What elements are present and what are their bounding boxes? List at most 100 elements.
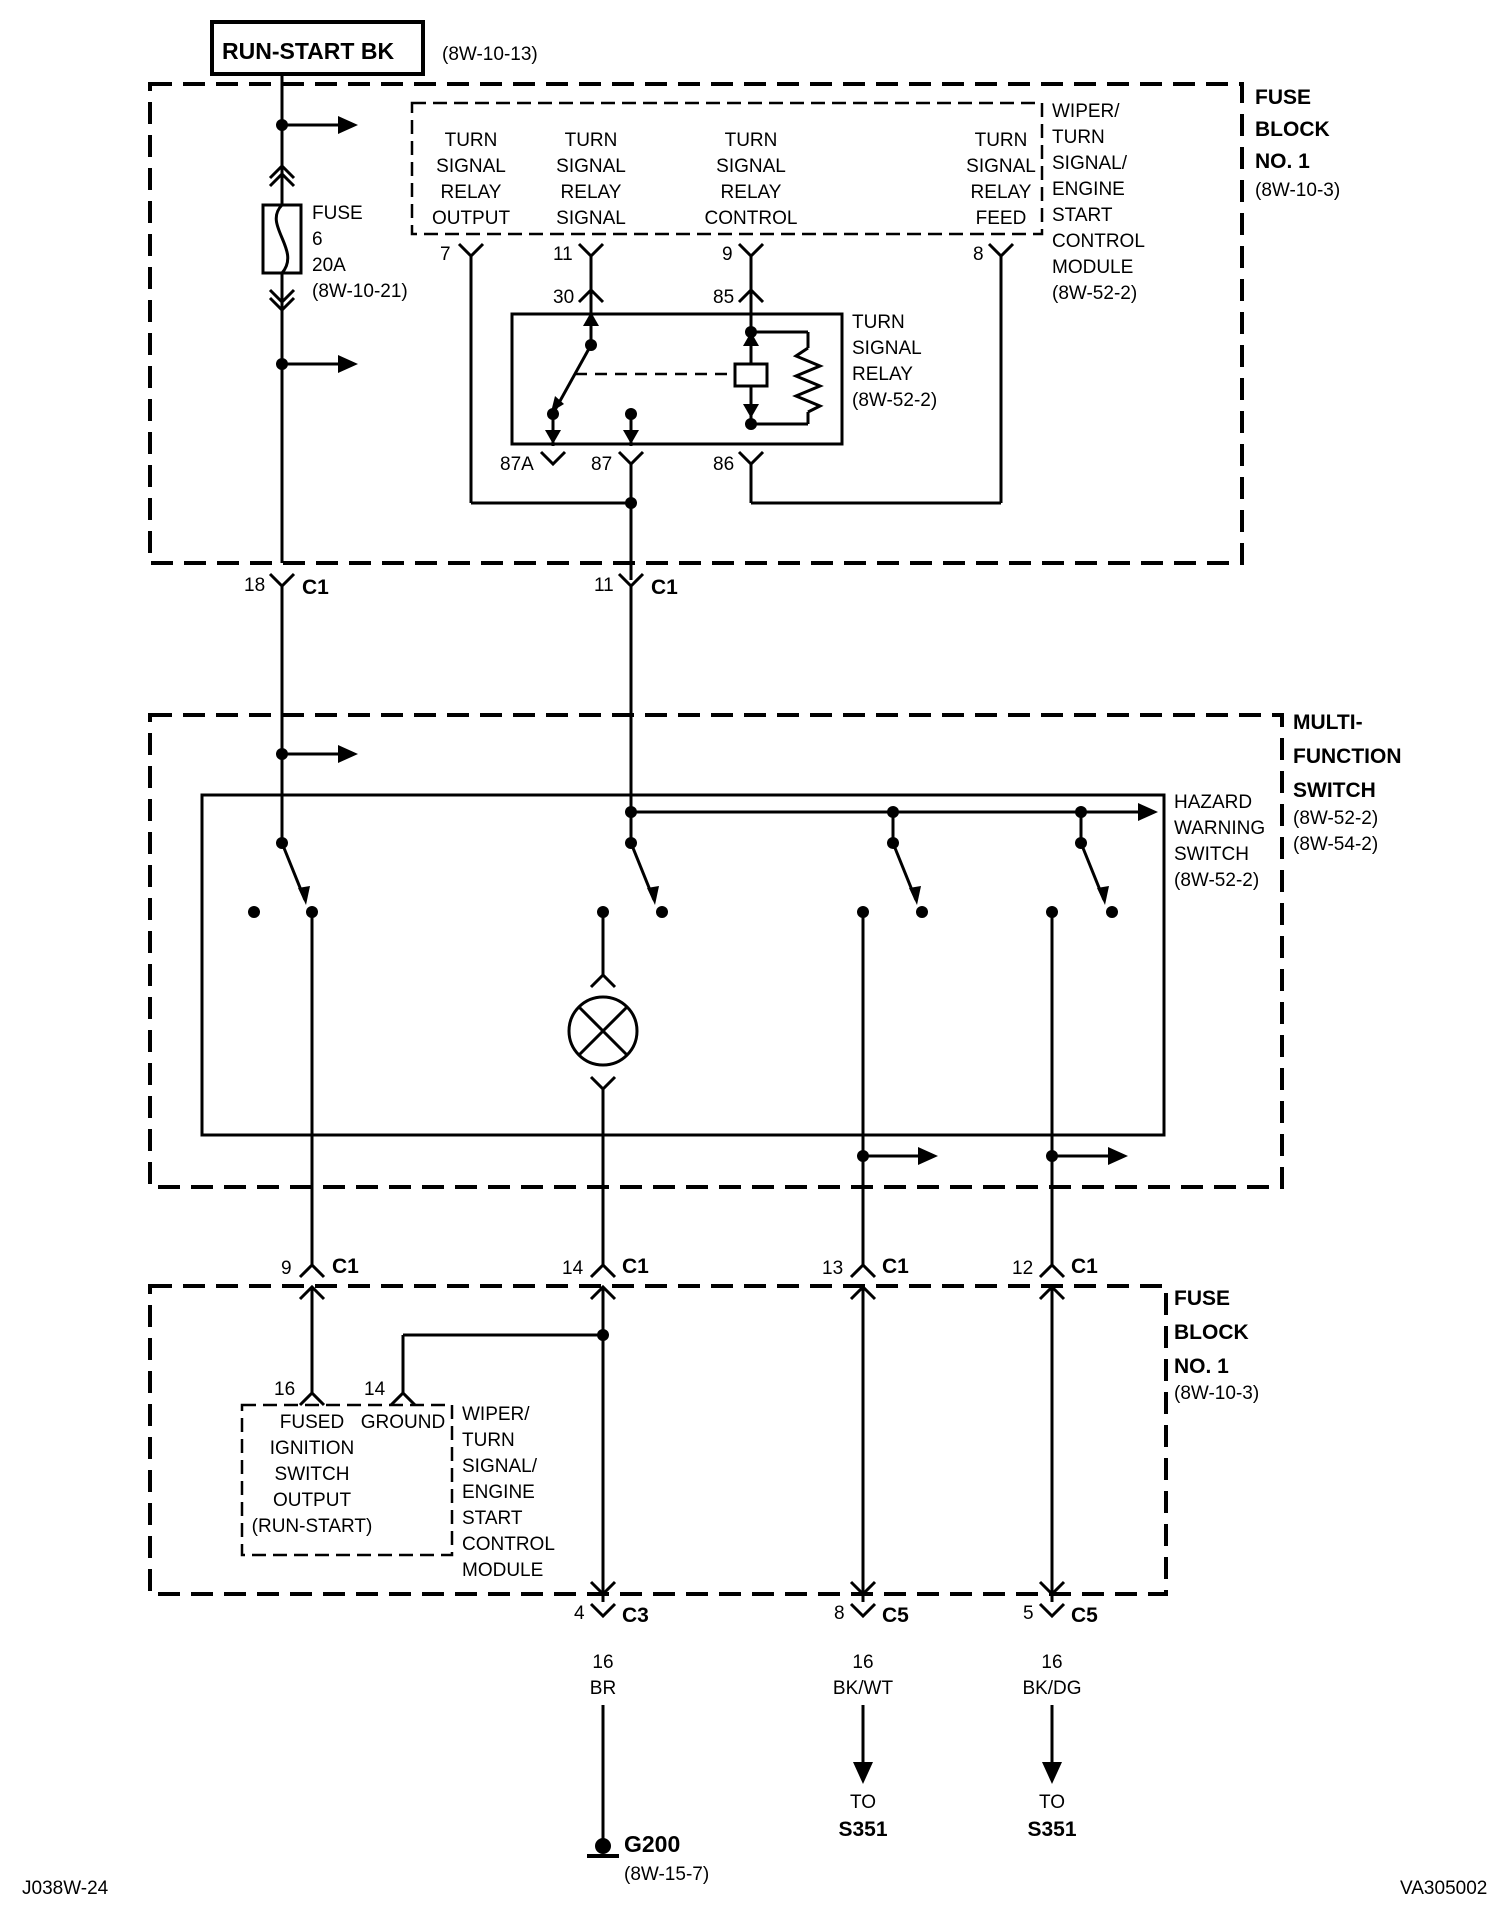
- fused-l1: FUSED: [280, 1412, 344, 1433]
- relay-label-3: RELAY: [852, 364, 913, 385]
- fuse-ref: (8W-10-21): [312, 281, 408, 302]
- term-control-l1: TURN: [725, 130, 778, 151]
- source-run-start: RUN-START BK (8W-10-13): [210, 20, 538, 76]
- fuse-block-bottom-title-2: BLOCK: [1174, 1321, 1249, 1344]
- wiper-turn-module-top: [410, 101, 1044, 236]
- conn-mid-name-4: C1: [1071, 1255, 1098, 1278]
- conn-bot-name-c5b: C5: [1071, 1604, 1098, 1627]
- conn-mid-name-3: C1: [882, 1255, 909, 1278]
- conn-bot-pin-4: 4: [574, 1603, 585, 1624]
- relay-label-2: SIGNAL: [852, 338, 922, 359]
- fuse-block-top-boundary: [148, 82, 1244, 565]
- hazard-label-1: HAZARD: [1174, 792, 1252, 813]
- ground-icon: [595, 1838, 611, 1854]
- fuse-block-top: FUSE BLOCK NO. 1 (8W-10-3) FUSE 6 20A (8…: [148, 74, 1340, 599]
- conn-bot-name-c3: C3: [622, 1604, 649, 1627]
- conn-top-right-pin: 11: [594, 575, 614, 596]
- fuse-block-bottom: FUSE BLOCK NO. 1 (8W-10-3) 9 C1 14 C1 13…: [148, 1255, 1259, 1699]
- module-top-line1: WIPER/: [1052, 101, 1120, 122]
- term-output-l3: RELAY: [441, 182, 502, 203]
- term-feed-l4: FEED: [976, 208, 1027, 229]
- term-feed-l1: TURN: [975, 130, 1028, 151]
- term-signal-l4: SIGNAL: [556, 208, 626, 229]
- term-control-l3: RELAY: [721, 182, 782, 203]
- conn-mid-pin-12: 12: [1012, 1258, 1033, 1279]
- mfs-ref-2: (8W-54-2): [1293, 834, 1378, 855]
- relay-pin-86: 86: [713, 454, 734, 475]
- term-output-l4: OUTPUT: [432, 208, 511, 229]
- pin-7: 7: [440, 244, 451, 265]
- conn-mid-pin-9: 9: [281, 1258, 292, 1279]
- term-signal-l1: TURN: [565, 130, 618, 151]
- module-top-ref: (8W-52-2): [1052, 283, 1137, 304]
- relay-pin-87a: 87A: [500, 454, 534, 475]
- module-bottom-line4: ENGINE: [462, 1482, 535, 1503]
- module-top-line7: MODULE: [1052, 257, 1133, 278]
- module-bottom-line7: MODULE: [462, 1560, 543, 1581]
- term-feed-l3: RELAY: [971, 182, 1032, 203]
- wire-bkdg-gauge: 16: [1041, 1652, 1062, 1673]
- destinations: G200 (8W-15-7) TO S351 TO S351: [587, 1705, 1077, 1885]
- module-top-line3: SIGNAL/: [1052, 153, 1128, 174]
- wire-br-gauge: 16: [592, 1652, 613, 1673]
- relay-label-1: TURN: [852, 312, 905, 333]
- pin-8: 8: [973, 244, 984, 265]
- ground-label: GROUND: [361, 1412, 445, 1433]
- module-top-line6: CONTROL: [1052, 231, 1145, 252]
- mfs-title-2: FUNCTION: [1293, 745, 1402, 768]
- dest-b-to: TO: [1039, 1792, 1065, 1813]
- hazard-label-3: SWITCH: [1174, 844, 1249, 865]
- ground-name: G200: [624, 1831, 680, 1857]
- conn-mid-name-2: C1: [622, 1255, 649, 1278]
- conn-bot-name-c5a: C5: [882, 1604, 909, 1627]
- pin-9: 9: [722, 244, 733, 265]
- multifunction-switch-boundary: [148, 713, 1284, 1189]
- term-feed-l2: SIGNAL: [966, 156, 1036, 177]
- multifunction-switch: MULTI- FUNCTION SWITCH (8W-52-2) (8W-54-…: [148, 586, 1402, 1265]
- term-output-l1: TURN: [445, 130, 498, 151]
- dest-b-name: S351: [1027, 1818, 1076, 1841]
- hazard-switch-box: [200, 793, 1166, 1137]
- term-signal-l2: SIGNAL: [556, 156, 626, 177]
- conn-mid-name-1: C1: [332, 1255, 359, 1278]
- mfs-title-1: MULTI-: [1293, 711, 1363, 734]
- module-bottom-line2: TURN: [462, 1430, 515, 1451]
- module-top-line2: TURN: [1052, 127, 1105, 148]
- relay-pin-30: 30: [553, 287, 574, 308]
- module-bottom-line5: START: [462, 1508, 523, 1529]
- pin-11: 11: [553, 244, 573, 265]
- fuse-block-bottom-title-1: FUSE: [1174, 1287, 1230, 1310]
- turn-signal-relay: [510, 312, 844, 446]
- conn-top-left-name: C1: [302, 576, 329, 599]
- module-bottom-line6: CONTROL: [462, 1534, 555, 1555]
- mfs-ref-1: (8W-52-2): [1293, 808, 1378, 829]
- fuse-rating: 20A: [312, 255, 346, 276]
- fused-l4: OUTPUT: [273, 1490, 352, 1511]
- module-bottom-pin-16: 16: [274, 1379, 295, 1400]
- relay-pin-85: 85: [713, 287, 734, 308]
- hazard-label-2: WARNING: [1174, 818, 1265, 839]
- wire-bkdg-color: BK/DG: [1022, 1678, 1081, 1699]
- arrow-down-icon: [1042, 1762, 1062, 1784]
- dest-a-name: S351: [838, 1818, 887, 1841]
- wiper-turn-module-bottom: [240, 1403, 454, 1557]
- source-label: RUN-START BK: [222, 38, 394, 64]
- footer-left-code: J038W-24: [22, 1878, 109, 1899]
- dest-a-to: TO: [850, 1792, 876, 1813]
- ground-ref: (8W-15-7): [624, 1864, 709, 1885]
- fuse-number: 6: [312, 229, 323, 250]
- fuse-block-top-title-2: BLOCK: [1255, 118, 1330, 141]
- fused-l5: (RUN-START): [252, 1516, 373, 1537]
- fuse-block-bottom-title-3: NO. 1: [1174, 1355, 1229, 1378]
- fused-l3: SWITCH: [275, 1464, 350, 1485]
- fuse-label: FUSE: [312, 203, 363, 224]
- arrow-down-icon: [853, 1762, 873, 1784]
- fuse-block-top-title-1: FUSE: [1255, 86, 1311, 109]
- wire-bkwt-color: BK/WT: [833, 1678, 894, 1699]
- term-control-l2: SIGNAL: [716, 156, 786, 177]
- conn-mid-pin-14: 14: [562, 1258, 584, 1279]
- module-bottom-pin-14: 14: [364, 1379, 386, 1400]
- term-signal-l3: RELAY: [561, 182, 622, 203]
- footer-right-code: VA305002: [1400, 1878, 1487, 1899]
